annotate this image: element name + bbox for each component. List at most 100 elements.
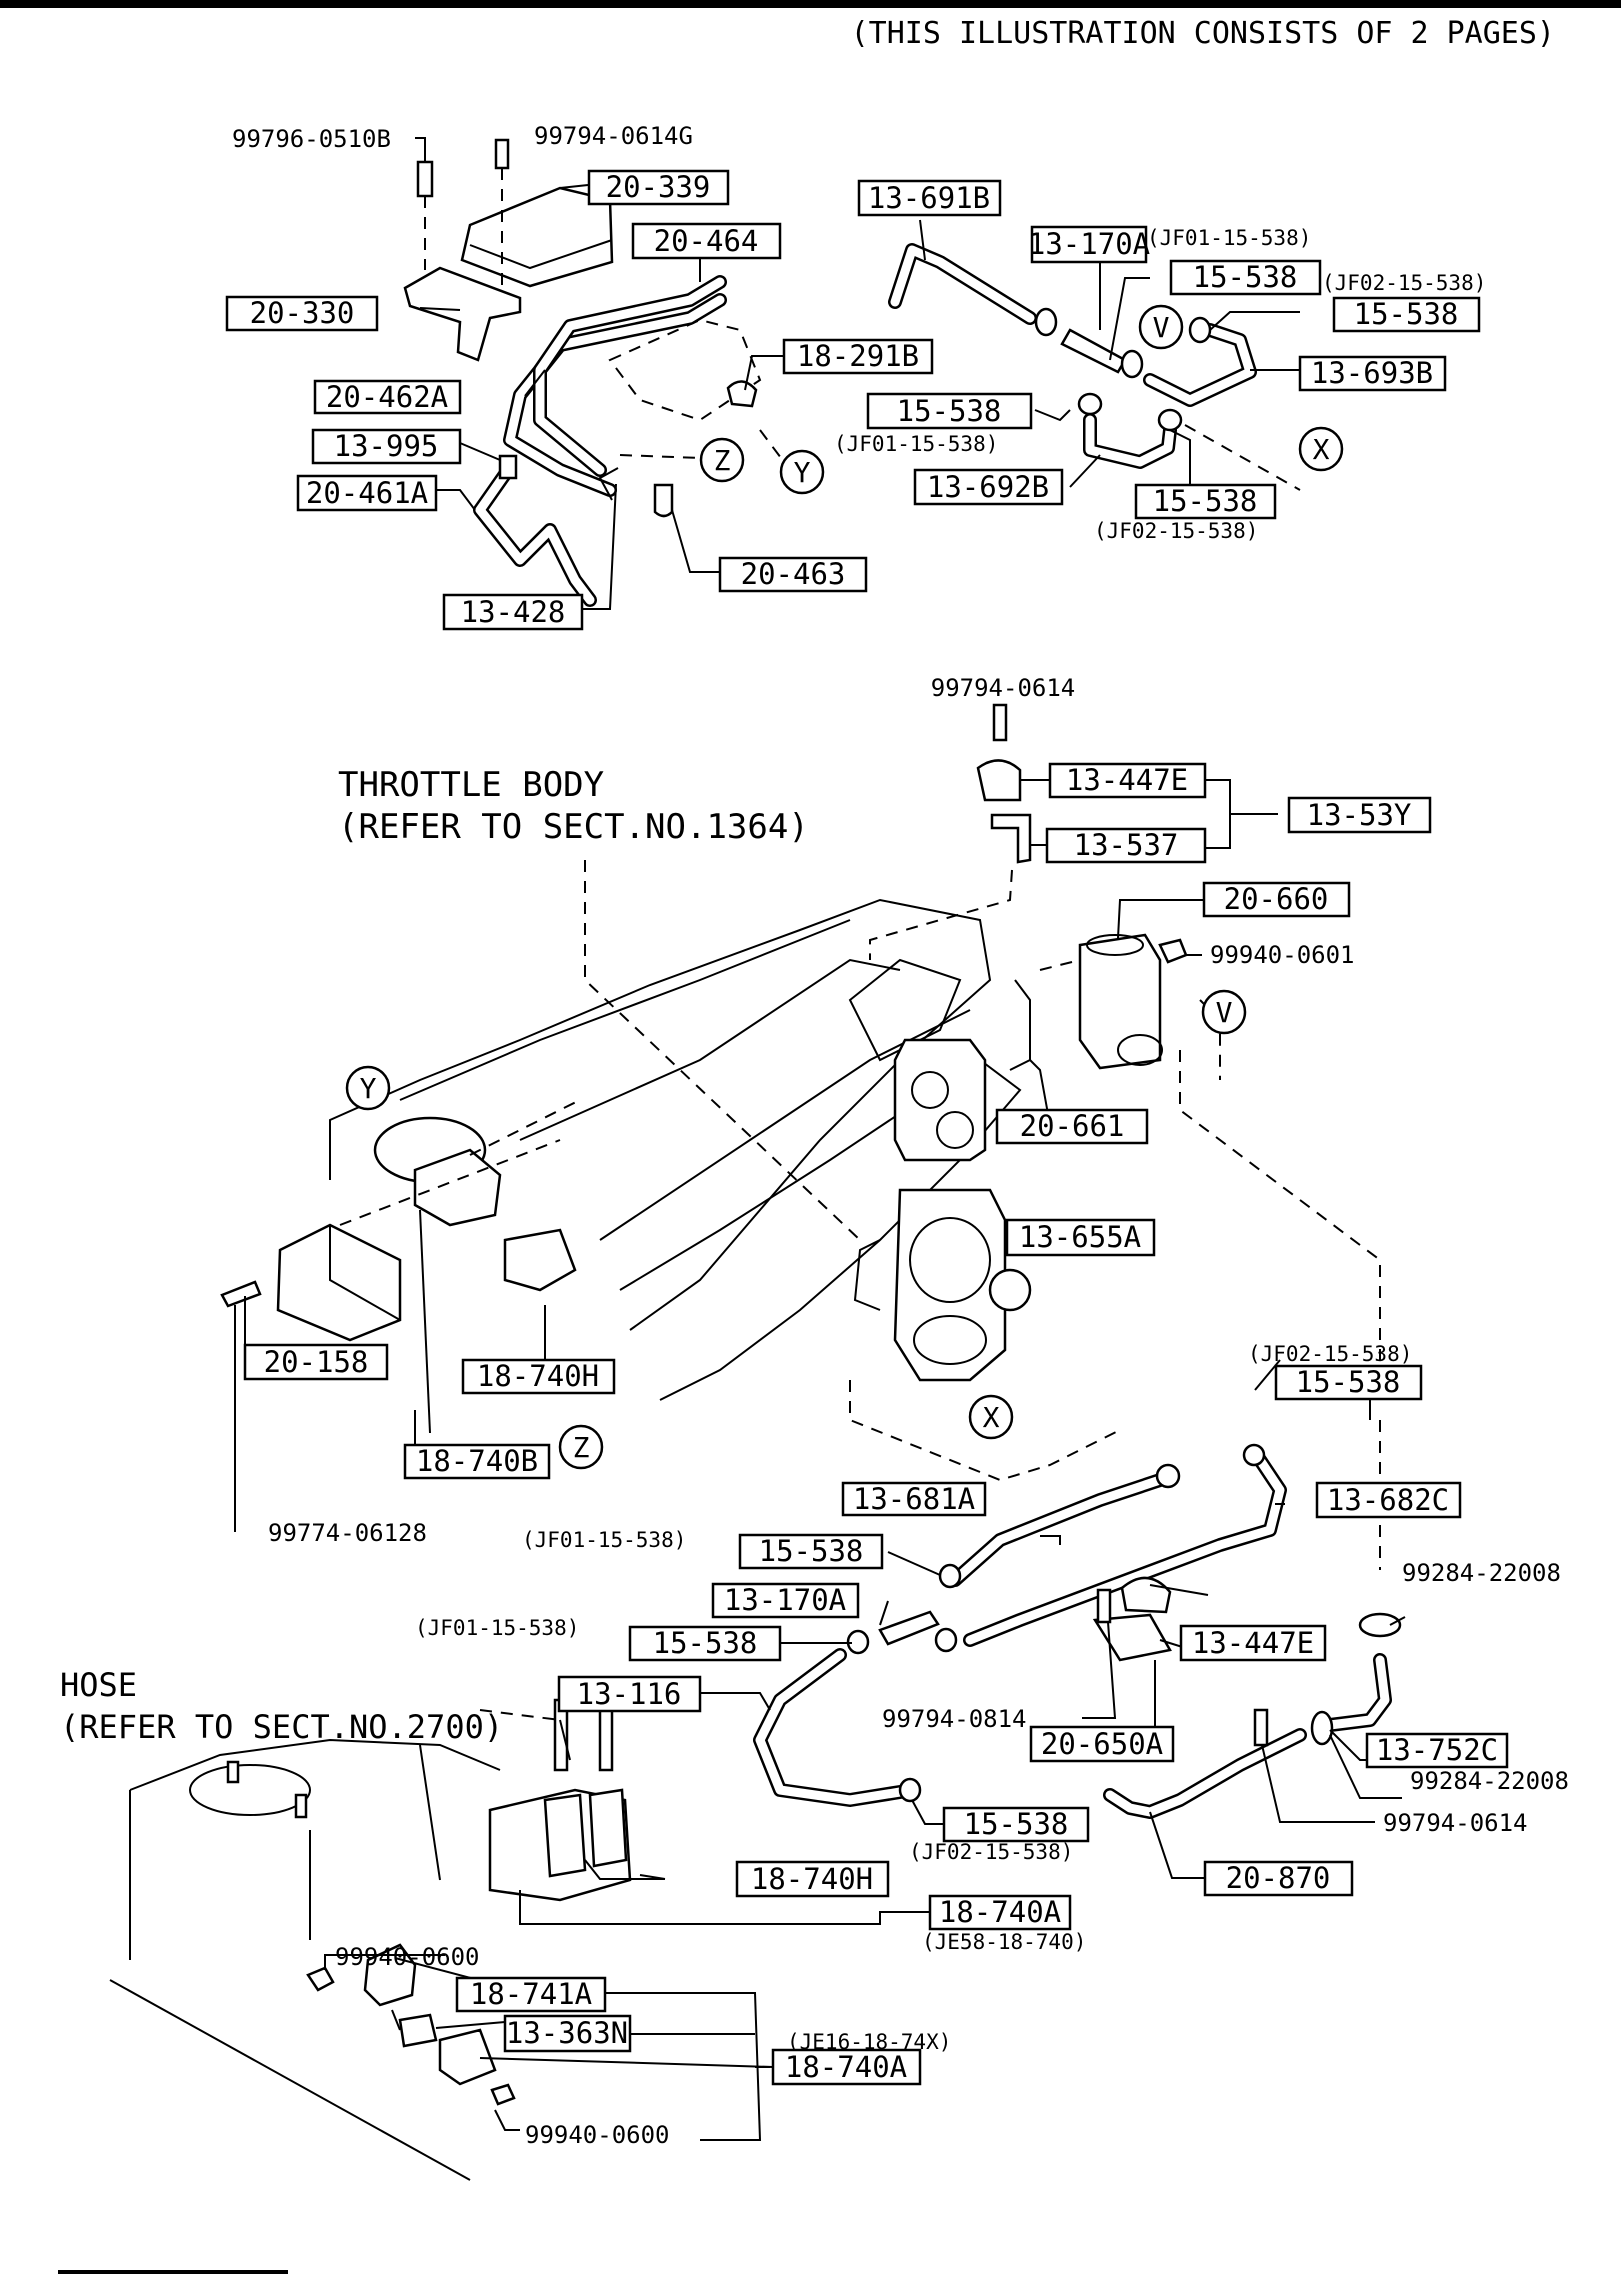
throttle-body-13-655A xyxy=(893,1188,1007,1382)
note-jf01-c: (JF01-15-538) xyxy=(522,1528,686,1552)
svg-text:V: V xyxy=(1153,311,1170,344)
hose-13-116 xyxy=(753,1648,907,1807)
bracket-13-537 xyxy=(990,813,1032,864)
label-15-538-b: 15-538 xyxy=(1354,297,1459,331)
mount-13-447E-top xyxy=(976,759,1022,802)
note-jf02-d: (JF02-15-538) xyxy=(909,1840,1073,1864)
label-13-447E-bot: 13-447E xyxy=(1192,1626,1314,1660)
label-99940-0600-b: 99940-0600 xyxy=(525,2121,670,2149)
label-13-53Y: 13-53Y xyxy=(1307,798,1412,832)
solenoid-18-740H-bot-a xyxy=(543,1793,587,1878)
label-20-463: 20-463 xyxy=(741,557,846,591)
marker-v-top xyxy=(1138,304,1184,350)
marker-y-top xyxy=(779,449,825,495)
reference-markers: Z Y V X V Y X Z xyxy=(345,304,1344,1470)
bolt-99794-0814 xyxy=(1096,1588,1112,1624)
bolt-99774-06128 xyxy=(220,1280,262,1308)
svg-text:Y: Y xyxy=(360,1072,377,1105)
top-rule xyxy=(0,0,1621,8)
label-99940-0601: 99940-0601 xyxy=(1210,941,1355,969)
label-99284-22008-a: 99284-22008 xyxy=(1402,1559,1561,1587)
label-18-740B: 18-740B xyxy=(416,1444,538,1478)
label-13-447E-top: 13-447E xyxy=(1066,763,1188,797)
label-15-538-d: 15-538 xyxy=(1153,484,1258,518)
label-20-461A: 20-461A xyxy=(306,476,428,510)
clamp-99284-22008-a xyxy=(1358,1612,1402,1638)
label-13-170A-bot: 13-170A xyxy=(724,1583,846,1617)
note-jf01-a: (JF01-15-538) xyxy=(1147,226,1311,250)
label-18-740H-top: 18-740H xyxy=(477,1359,599,1393)
clamp-15-538-mid xyxy=(1242,1443,1266,1467)
note-jf01-b: (JF01-15-538) xyxy=(834,432,998,456)
clamp-15-538-top-c xyxy=(1188,316,1212,344)
top-left-assembly xyxy=(403,138,791,607)
bracket-18-740B xyxy=(413,1148,502,1227)
label-18-291B: 18-291B xyxy=(797,339,919,373)
label-99794-0614-top: 99794-0614 xyxy=(931,674,1076,702)
svg-text:Z: Z xyxy=(714,444,731,477)
label-20-158: 20-158 xyxy=(264,1345,369,1379)
label-13-692B: 13-692B xyxy=(927,470,1049,504)
label-13-752C: 13-752C xyxy=(1376,1733,1498,1767)
label-20-660: 20-660 xyxy=(1224,882,1329,916)
label-13-363N: 13-363N xyxy=(506,2016,628,2050)
svg-text:Y: Y xyxy=(794,456,811,489)
marker-x-mid xyxy=(968,1394,1014,1440)
fitting-13-995 xyxy=(498,454,518,480)
marker-z-mid xyxy=(558,1424,604,1470)
mount-13-447E-bot xyxy=(1120,1576,1172,1614)
label-99796-0510B: 99796-0510B xyxy=(232,125,391,153)
label-13-691B: 13-691B xyxy=(868,181,990,215)
label-13-693B: 13-693B xyxy=(1311,356,1433,390)
note-jf02-c: (JF02-15-538) xyxy=(1248,1342,1412,1366)
nut-99940-0600-b xyxy=(490,2083,516,2106)
clamp-15-538-top-d xyxy=(1077,392,1103,416)
throttle-body-ref-section: (REFER TO SECT.NO.1364) xyxy=(338,807,809,847)
body-panel-outline xyxy=(129,1738,501,1791)
label-99774-06128: 99774-06128 xyxy=(268,1519,427,1547)
hose-ref-title: HOSE xyxy=(60,1666,137,1704)
label-13-995: 13-995 xyxy=(334,429,439,463)
hose-ref-section: (REFER TO SECT.NO.2700) xyxy=(60,1708,503,1746)
clamp-15-538-low-a xyxy=(938,1563,962,1589)
label-13-682C: 13-682C xyxy=(1327,1483,1449,1517)
label-13-170A-top: 13-170A xyxy=(1028,227,1150,261)
marker-x-top xyxy=(1298,426,1344,472)
bolt-99794-0614-top xyxy=(992,703,1008,742)
clamp-15-538-low-c xyxy=(898,1777,922,1803)
label-18-740A-a: 18-740A xyxy=(939,1895,1061,1929)
clamp-15-538-top-b xyxy=(1120,349,1144,379)
label-13-428: 13-428 xyxy=(461,595,566,629)
label-15-538-e: 15-538 xyxy=(1296,1365,1401,1399)
marker-z-top xyxy=(699,437,745,483)
label-15-538-h: 15-538 xyxy=(964,1807,1069,1841)
label-20-339: 20-339 xyxy=(606,170,711,204)
bolt-99794-0614-bot xyxy=(1253,1708,1269,1747)
label-18-741A: 18-741A xyxy=(470,1977,592,2011)
bracket-20-650A xyxy=(1092,1613,1172,1662)
top-right-hoses xyxy=(888,243,1301,491)
cover-20-158 xyxy=(276,1223,402,1342)
part-labels: 20-339 20-464 20-330 20-462A 13-995 20-4… xyxy=(225,169,1509,2086)
engine-middle xyxy=(220,703,1188,1401)
clamp-18-291B xyxy=(726,380,758,408)
label-99284-22008-b: 99284-22008 xyxy=(1410,1767,1569,1795)
gasket-20-661 xyxy=(893,1038,987,1162)
label-20-330: 20-330 xyxy=(250,296,355,330)
label-99794-0814: 99794-0814 xyxy=(882,1705,1027,1733)
solenoid-18-740A-bot xyxy=(438,2028,497,2086)
label-15-538-c: 15-538 xyxy=(897,394,1002,428)
bottom-rule xyxy=(58,2270,288,2274)
clamp-15-538-top-e xyxy=(1157,408,1183,432)
note-je58: (JE58-18-740) xyxy=(922,1930,1086,1954)
label-20-650A: 20-650A xyxy=(1041,1727,1163,1761)
nut-99940-0600-a xyxy=(306,1966,335,1992)
label-99940-0600-a: 99940-0600 xyxy=(335,1943,480,1971)
label-20-661: 20-661 xyxy=(1020,1109,1125,1143)
joint-13-170A-bot xyxy=(878,1610,940,1646)
label-13-116: 13-116 xyxy=(577,1677,682,1711)
solenoid-18-740H-top xyxy=(503,1228,577,1292)
label-20-464: 20-464 xyxy=(654,224,759,258)
label-13-655A: 13-655A xyxy=(1019,1220,1141,1254)
label-13-537: 13-537 xyxy=(1074,828,1179,862)
